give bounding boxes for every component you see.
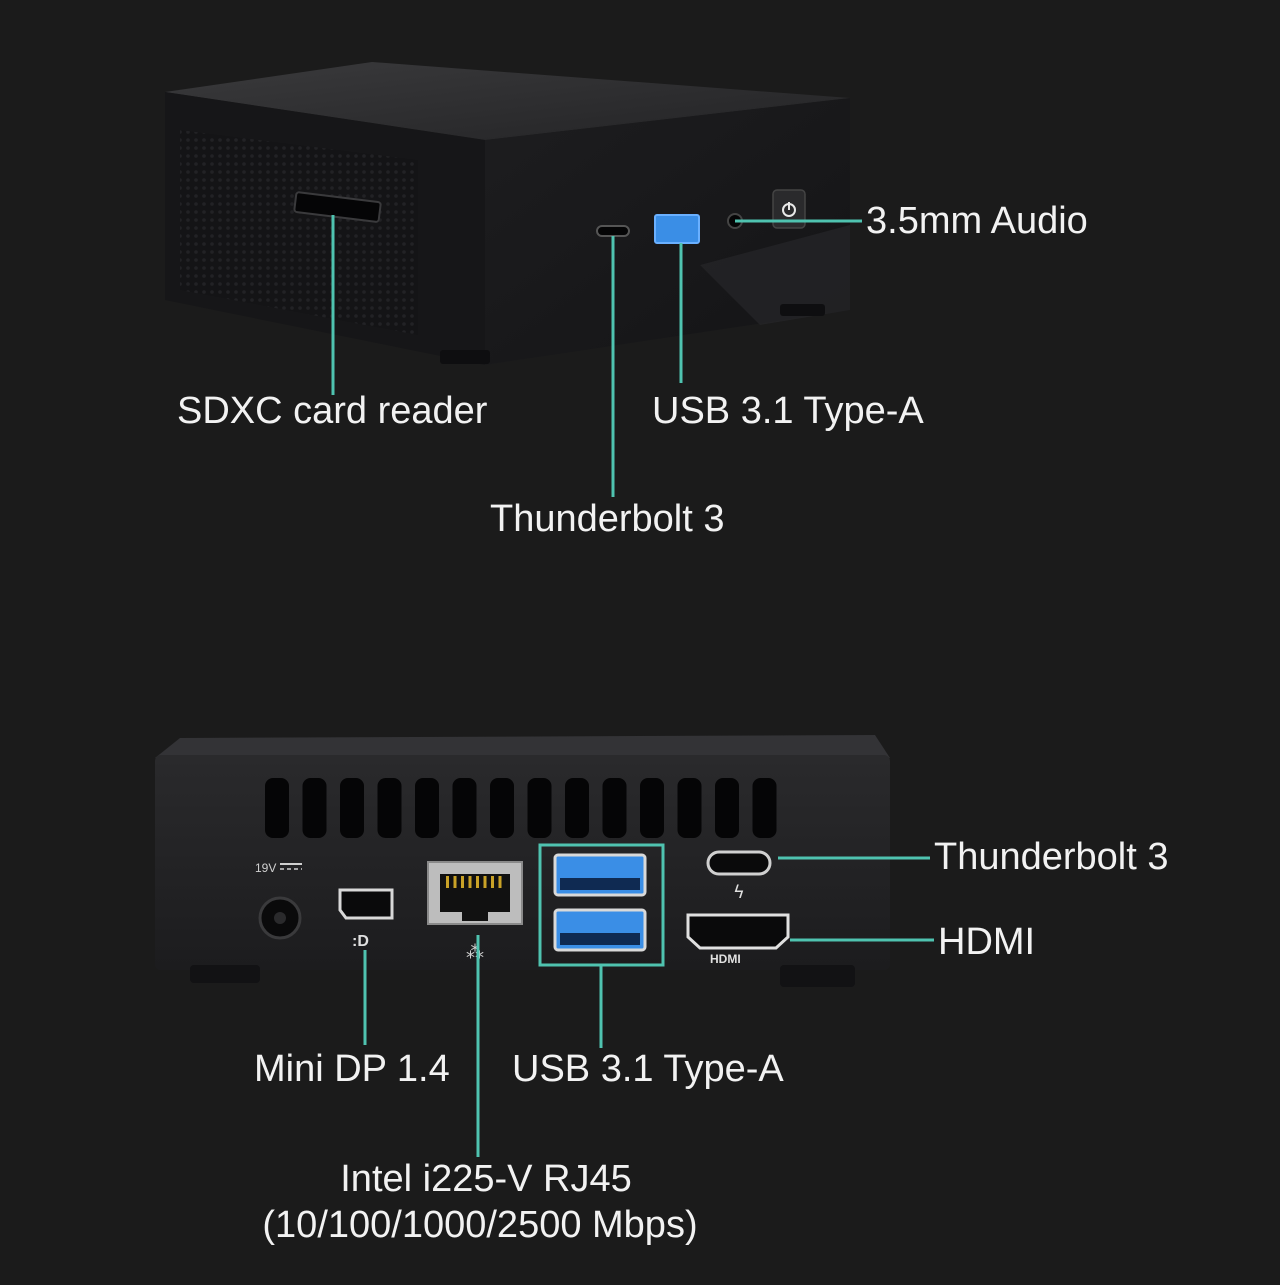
rear-usb-label: USB 3.1 Type-A bbox=[512, 1048, 784, 1090]
vent-grille bbox=[265, 778, 777, 838]
front-device-top bbox=[165, 62, 850, 140]
rj45-pin bbox=[491, 876, 494, 888]
front-usb-port bbox=[654, 214, 700, 244]
rj45-pin bbox=[453, 876, 457, 888]
front-callout-lines bbox=[331, 215, 862, 497]
hdmi-marking: HDMI bbox=[710, 952, 741, 966]
rj45-pin bbox=[461, 876, 464, 888]
vent-slot bbox=[377, 778, 402, 838]
front-device bbox=[165, 62, 850, 365]
vent-slot bbox=[527, 778, 552, 838]
rj45-pin bbox=[498, 876, 502, 888]
front-audio-label: 3.5mm Audio bbox=[866, 200, 1088, 242]
vent-slot bbox=[640, 778, 664, 838]
rear-rj45-label-line1: Intel i225-V RJ45 bbox=[340, 1158, 632, 1200]
network-icon: ⁂ bbox=[466, 942, 484, 963]
vent-slot bbox=[302, 778, 327, 838]
dc-in-marking: 19V bbox=[255, 861, 276, 875]
front-sdxc-label: SDXC card reader bbox=[177, 390, 488, 432]
vent-slot bbox=[490, 778, 514, 838]
rj45-pin bbox=[483, 876, 487, 888]
vent-slot bbox=[677, 778, 702, 838]
front-thunderbolt-label: Thunderbolt 3 bbox=[490, 498, 725, 540]
rear-rj45-label-line2: (10/100/1000/2500 Mbps) bbox=[262, 1204, 698, 1246]
rj45-pin bbox=[446, 876, 449, 888]
rear-device-top bbox=[155, 735, 890, 758]
thunderbolt-icon: ϟ bbox=[733, 882, 745, 903]
hdmi-port bbox=[686, 913, 790, 950]
vent-slot bbox=[415, 778, 439, 838]
rear-foot-right bbox=[780, 965, 855, 987]
vent-slot bbox=[340, 778, 364, 838]
rear-hdmi-label: HDMI bbox=[938, 921, 1036, 963]
sd-card-slot bbox=[293, 191, 382, 223]
vent-slot bbox=[715, 778, 739, 838]
front-face-highlight bbox=[700, 225, 850, 325]
rear-device: 19V :D ⁂ ϟ HDMI bbox=[155, 735, 890, 987]
front-usb-label: USB 3.1 Type-A bbox=[652, 390, 924, 432]
vent-slot bbox=[565, 778, 589, 838]
mini-dp-port bbox=[338, 888, 394, 920]
vent-slot bbox=[452, 778, 477, 838]
rear-callout-lines bbox=[363, 856, 934, 1157]
front-thunderbolt-port bbox=[596, 225, 630, 237]
side-mesh-grille bbox=[180, 130, 418, 335]
rear-thunderbolt-label: Thunderbolt 3 bbox=[934, 836, 1169, 878]
dp-logo: :D bbox=[352, 933, 369, 950]
vent-slot bbox=[265, 778, 289, 838]
rear-mini-dp-label: Mini DP 1.4 bbox=[254, 1048, 450, 1090]
vent-slot bbox=[752, 778, 777, 838]
rj45-pin bbox=[468, 876, 472, 888]
rj45-pin bbox=[476, 876, 479, 888]
front-foot-left bbox=[440, 350, 490, 364]
front-foot-right bbox=[780, 304, 825, 316]
rear-foot-left bbox=[190, 965, 260, 983]
rear-thunderbolt-port bbox=[706, 850, 772, 876]
vent-slot bbox=[602, 778, 627, 838]
